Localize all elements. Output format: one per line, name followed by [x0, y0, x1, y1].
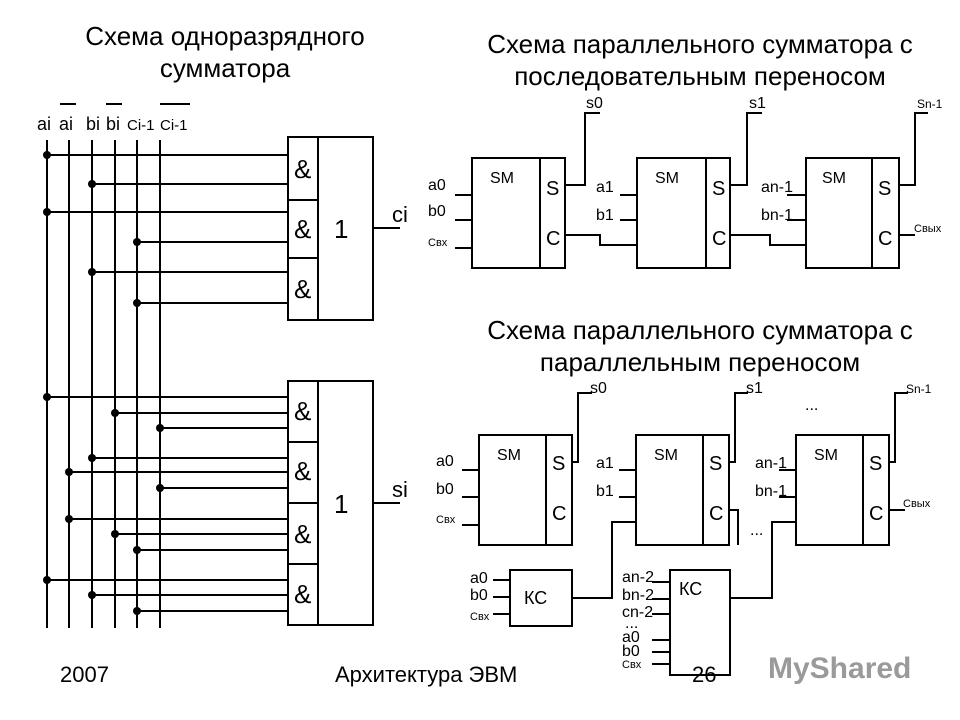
smn-label: SM: [822, 170, 846, 187]
footer-page: 26: [692, 662, 717, 687]
or-gate-carry-label: 1: [334, 214, 348, 244]
serial-cin-label: Свх: [428, 237, 448, 249]
ks0-label: КС: [524, 588, 547, 608]
watermark-logo: MyShared: [768, 652, 912, 685]
par-s1-label: s1: [746, 380, 763, 397]
serial-b0-label: b0: [428, 203, 446, 220]
and-gate-1-label: &: [294, 154, 311, 184]
sm1-s-label: S: [712, 178, 725, 200]
par-b1-label: b1: [596, 483, 614, 500]
sm0-c-label: C: [546, 228, 560, 250]
input-bi-inverted-label: bi: [106, 114, 120, 134]
psmn-label: SM: [814, 447, 838, 464]
ksn-a0-label: a0: [622, 629, 640, 646]
smn-c-label: C: [878, 228, 892, 250]
output-ci-label: ci: [392, 202, 408, 227]
and-gate-4-label: &: [294, 396, 311, 426]
serial-an1-label: an-1: [761, 179, 793, 196]
title-single-adder: Схема одноразрядного сумматора: [85, 21, 365, 83]
par-dots-top: ...: [805, 397, 818, 414]
serial-a1-label: a1: [596, 179, 614, 196]
sm1-label: SM: [655, 170, 679, 187]
sm0-s-label: S: [546, 178, 559, 200]
par-cout-label: Свых: [903, 498, 931, 510]
serial-s1-label: s1: [749, 95, 766, 112]
serial-sn1-label: Sn-1: [917, 97, 943, 111]
output-si-label: si: [392, 477, 408, 502]
par-dots-mid: ...: [750, 522, 763, 539]
psm0-s-label: S: [552, 453, 565, 475]
sm1-c-label: C: [712, 228, 726, 250]
ksn-b0-label: b0: [622, 643, 640, 660]
serial-b1-label: b1: [596, 207, 614, 224]
psm0-label: SM: [497, 447, 521, 464]
sm0-label: SM: [490, 170, 514, 187]
par-cin-label: Свх: [436, 514, 456, 526]
psm1-c-label: C: [709, 503, 723, 525]
smn-s-label: S: [878, 178, 891, 200]
input-ci1-label: Ci-1: [127, 117, 155, 134]
and-gate-3-label: &: [294, 274, 311, 304]
serial-bn1-label: bn-1: [761, 207, 793, 224]
ksn-bn2-label: bn-2: [622, 587, 654, 604]
input-ai-label: ai: [37, 114, 51, 134]
input-ci1-inverted-label: Ci-1: [160, 117, 188, 134]
or-gate-sum-label: 1: [334, 489, 348, 519]
par-sn1-label: Sn-1: [906, 382, 932, 396]
serial-s0-label: s0: [586, 95, 603, 112]
psm1-s-label: S: [709, 453, 722, 475]
par-bn1-label: bn-1: [755, 483, 787, 500]
ksn-dots: ...: [625, 615, 638, 632]
ksn-label: КС: [679, 579, 702, 599]
ks0-b0-label: b0: [470, 587, 488, 604]
and-gate-6-label: &: [294, 519, 311, 549]
serial-cout-label: Свых: [914, 223, 942, 235]
and-gate-2-label: &: [294, 214, 311, 244]
ks0-a0-label: a0: [470, 570, 488, 587]
ksn-cn2-label: cn-2: [622, 604, 653, 621]
input-ai-inverted-label: ai: [59, 114, 73, 134]
psmn-s-label: S: [869, 453, 882, 475]
ksn-cin-label: Свх: [622, 659, 642, 671]
footer-year: 2007: [60, 662, 109, 687]
footer-course: Архитектура ЭВМ: [335, 662, 518, 687]
par-a0-label: a0: [436, 453, 454, 470]
and-gate-5-label: &: [294, 456, 311, 486]
psmn-c-label: C: [869, 503, 883, 525]
serial-a0-label: a0: [428, 177, 446, 194]
and-gate-7-label: &: [294, 579, 311, 609]
ks0-cin-label: Свх: [470, 611, 490, 623]
par-s0-label: s0: [590, 380, 607, 397]
psm0-c-label: C: [552, 503, 566, 525]
par-an1-label: an-1: [755, 455, 787, 472]
title-serial-carry: Схема параллельного сумматора с последов…: [487, 29, 913, 91]
input-bi-label: bi: [86, 114, 100, 134]
psm1-label: SM: [654, 447, 678, 464]
ksn-an2-label: an-2: [622, 569, 654, 586]
title-parallel-carry: Схема параллельного сумматора с параллел…: [487, 315, 913, 377]
par-a1-label: a1: [596, 455, 614, 472]
par-b0-label: b0: [436, 481, 454, 498]
